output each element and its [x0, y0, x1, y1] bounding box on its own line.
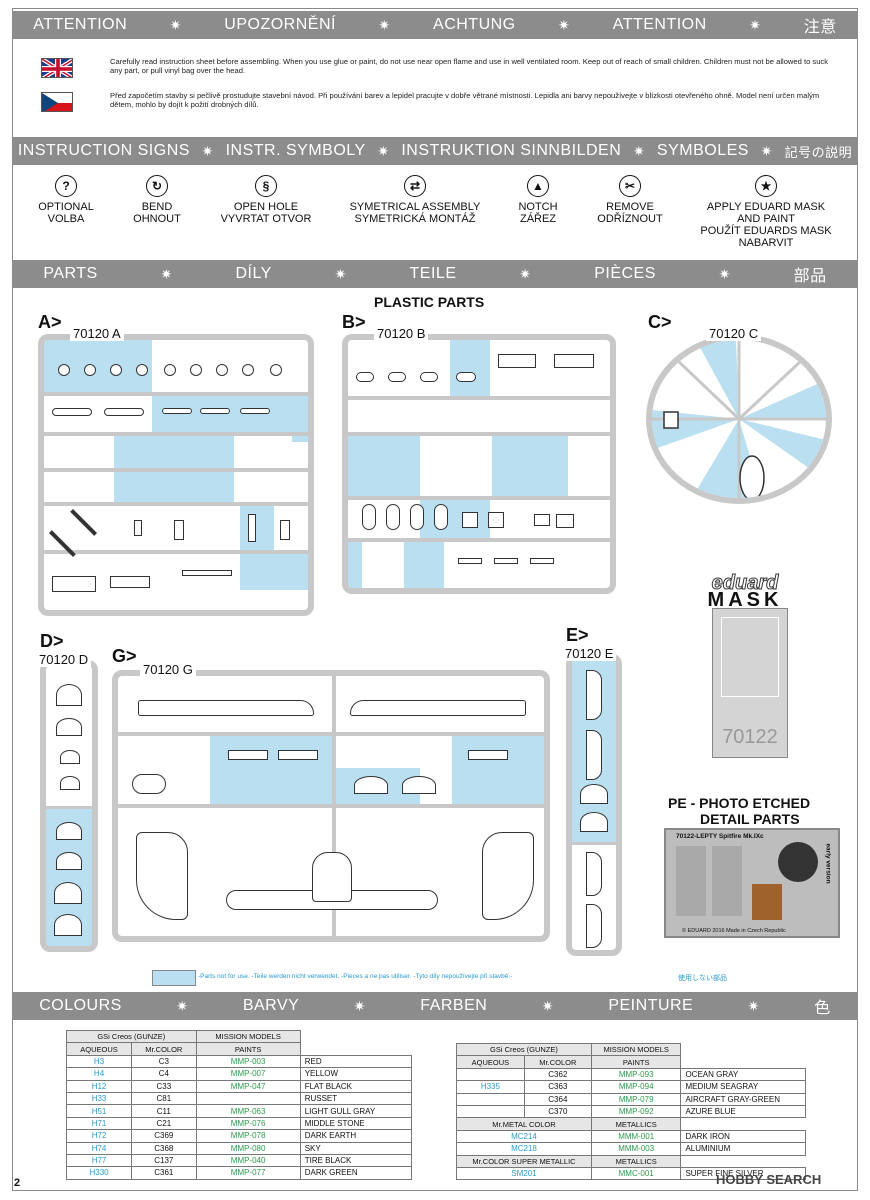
sprue-e — [566, 654, 622, 956]
sprue-c — [646, 334, 832, 504]
instruction-signs-band: INSTRUCTION SIGNS✷ INSTR. SYMBOLY✷ INSTR… — [12, 137, 858, 165]
parts-band: PARTS✷ DÍLY✷ TEILE✷ PIÈCES✷ 部品 — [12, 260, 858, 288]
drill-icon: § — [255, 175, 277, 197]
mask-star-icon: ★ — [755, 175, 777, 197]
not-used-jp: 使用しない部品 — [678, 975, 727, 982]
attention-text-cz: Před započetím stavby si pečlivě prostud… — [110, 91, 820, 109]
sprue-e-code: 70120 E — [562, 646, 617, 661]
band-label: COLOURS — [39, 997, 122, 1014]
band-label: 部品 — [793, 268, 827, 285]
plastic-parts-title: PLASTIC PARTS — [374, 294, 485, 310]
sprue-c-letter: C> — [648, 312, 672, 332]
band-label: INSTRUKTION SINNBILDEN — [401, 142, 622, 159]
sprue-b-letter: B> — [342, 312, 366, 332]
sprue-a — [38, 334, 314, 616]
sprue-a-letter: A> — [38, 312, 62, 332]
watermark: HOBBY SEARCH — [716, 1172, 822, 1187]
attention-text-en: Carefully read instruction sheet before … — [110, 57, 829, 75]
band-label: 注意 — [803, 19, 837, 36]
mask-sheet: 70122 — [712, 608, 788, 758]
band-label: DÍLY — [235, 265, 272, 282]
uk-flag — [41, 58, 73, 78]
pe-fret: 70122-LEPTY Spitfire Mk.IXc early versio… — [664, 828, 840, 938]
notch-icon: ▲ — [527, 175, 549, 197]
band-label: BARVY — [242, 997, 300, 1014]
question-icon: ? — [55, 175, 77, 197]
band-label: FARBEN — [420, 997, 488, 1014]
band-label: ACHTUNG — [433, 16, 516, 33]
bend-icon: ↻ — [146, 175, 168, 197]
sprue-e-letter: E> — [566, 625, 589, 645]
band-label: PIÈCES — [594, 265, 656, 282]
cz-flag — [41, 92, 73, 112]
band-label: 色 — [814, 1000, 831, 1017]
pe-subtitle: DETAIL PARTS — [700, 811, 800, 827]
sprue-b — [342, 334, 616, 594]
band-label: ATTENTION — [33, 16, 128, 33]
sprue-g-code: 70120 G — [140, 662, 196, 677]
band-label: UPOZORNĚNÍ — [224, 16, 336, 33]
attention-band: ATTENTION✷ UPOZORNĚNÍ✷ ACHTUNG✷ ATTENTIO… — [12, 11, 858, 39]
band-label: ATTENTION — [612, 16, 707, 33]
not-used-swatch — [152, 970, 196, 986]
band-label: PARTS — [43, 265, 98, 282]
pe-title: PE - PHOTO ETCHED — [668, 795, 811, 811]
sprue-d-code: 70120 D — [36, 652, 92, 667]
sprue-d-letter: D> — [40, 631, 64, 651]
band-label: PEINTURE — [608, 997, 694, 1014]
sprue-b-code: 70120 B — [374, 326, 429, 341]
band-label: 記号の説明 — [784, 144, 853, 160]
band-label: INSTRUCTION SIGNS — [17, 142, 190, 159]
sprue-g — [112, 670, 550, 942]
sprue-c-code: 70120 C — [706, 326, 762, 341]
eduard-logo: eduard MASK — [707, 572, 783, 611]
band-label: SYMBOLES — [656, 142, 749, 159]
page-frame — [12, 8, 858, 1191]
band-label: INSTR. SYMBOLY — [225, 142, 366, 159]
sprue-g-letter: G> — [112, 646, 137, 666]
page-number: 2 — [14, 1177, 21, 1189]
band-label: TEILE — [409, 265, 457, 282]
colours-band: COLOURS✷ BARVY✷ FARBEN✷ PEINTURE✷ 色 — [12, 992, 858, 1020]
cut-icon: ✂ — [619, 175, 641, 197]
sprue-d — [40, 660, 98, 952]
not-used-note: -Parts not for use. -Teile werden nicht … — [198, 973, 513, 980]
sprue-a-code: 70120 A — [70, 326, 124, 341]
symmetric-icon: ⇄ — [404, 175, 426, 197]
